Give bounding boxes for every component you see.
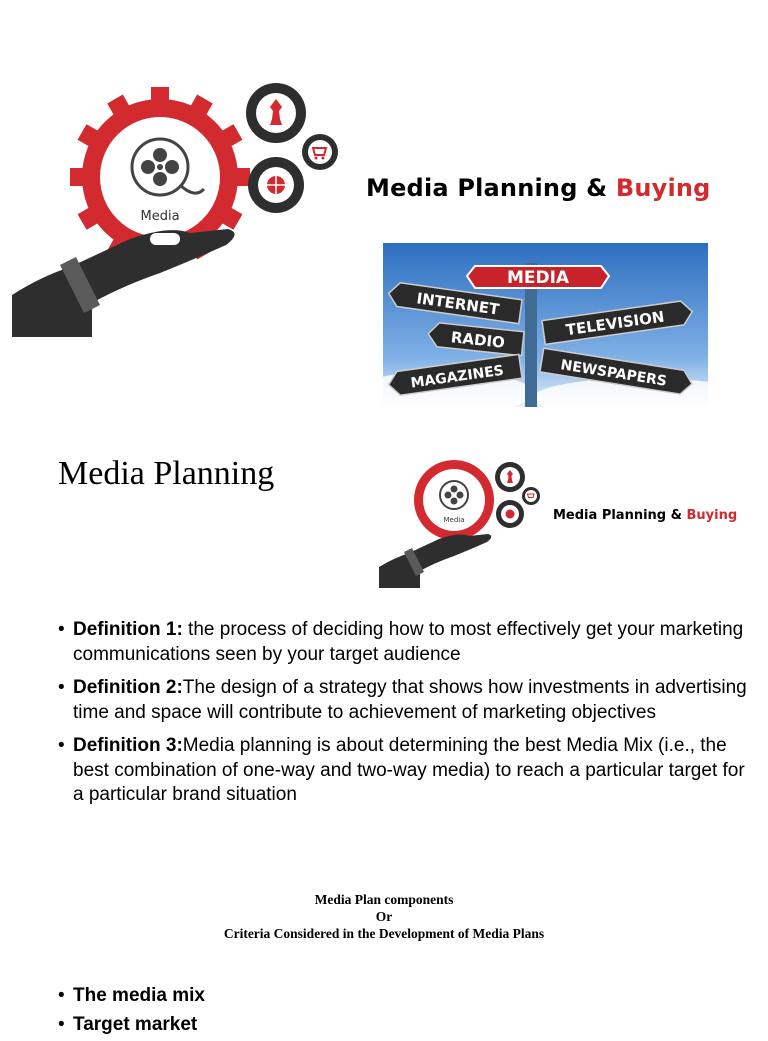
- definition-item: • Definition 3:Media planning is about de…: [58, 734, 748, 808]
- chess-gear-icon: [495, 462, 525, 492]
- definitions-list: • Definition 1: the process of deciding h…: [58, 618, 748, 817]
- media-gears-logo: Media: [12, 83, 338, 337]
- list-item-label: Target market: [73, 1013, 198, 1035]
- gear-label: Media: [140, 209, 179, 224]
- bullet-icon: •: [58, 985, 65, 1006]
- components-line-2: Or: [375, 909, 393, 924]
- definition-text: the process of deciding how to most effe…: [73, 619, 744, 665]
- small-logo-title: Media Planning & Buying: [553, 508, 737, 523]
- hero-title-main: Media Planning &: [366, 174, 616, 202]
- definition-term: Definition 2:: [73, 677, 183, 698]
- sign-media: MEDIA: [507, 268, 570, 288]
- chess-gear-icon: [246, 83, 306, 143]
- hand-icon: [379, 534, 492, 588]
- components-line-1: Media Plan components: [314, 892, 454, 907]
- components-list: • The media mix • Target market: [58, 984, 205, 1041]
- media-gears-logo-small: Media: [379, 460, 540, 588]
- components-caption: Media Plan components Or Criteria Consid…: [0, 891, 768, 942]
- section-heading: Media Planning: [58, 455, 275, 492]
- globe-gear-icon: [496, 500, 524, 528]
- gear-tooth: [77, 124, 104, 150]
- definition-item: • Definition 1: the process of deciding h…: [58, 618, 748, 667]
- definition-term: Definition 1:: [73, 619, 183, 640]
- cart-gear-icon: [522, 487, 540, 505]
- bullet-icon: •: [58, 1013, 65, 1035]
- big-gear-icon: Media: [414, 460, 494, 540]
- sign-radio: RADIO: [450, 328, 506, 352]
- gear-tooth: [216, 124, 243, 150]
- hand-icon: [12, 229, 235, 337]
- definition-text: Media planning is about determining the …: [73, 735, 745, 805]
- components-line-3: Criteria Considered in the Development o…: [223, 926, 545, 941]
- small-title-accent: Buying: [686, 508, 738, 523]
- bullet-icon: •: [58, 619, 65, 640]
- gear-tooth: [151, 87, 169, 107]
- bullet-icon: •: [58, 735, 65, 756]
- media-signpost-photo: MEDIA INTERNET TELEVISION RADIO MAGAZINE…: [383, 243, 708, 407]
- list-item: • Target market: [58, 1013, 205, 1038]
- gear-tooth: [216, 204, 243, 230]
- gear-label: Media: [443, 516, 464, 524]
- small-title-main: Media Planning &: [553, 508, 687, 523]
- bullet-icon: •: [58, 677, 65, 698]
- definition-term: Definition 3:: [73, 735, 183, 756]
- hero-title-accent: Buying: [615, 174, 711, 202]
- definition-text: The design of a strategy that shows how …: [73, 677, 747, 723]
- globe-gear-icon: [248, 157, 304, 213]
- gear-tooth: [77, 204, 104, 230]
- gear-tooth: [187, 94, 213, 121]
- hero-title: Media Planning & Buying: [366, 174, 711, 202]
- gear-tooth: [230, 168, 250, 186]
- cart-gear-icon: [302, 134, 338, 170]
- definition-item: • Definition 2:The design of a strategy t…: [58, 676, 748, 725]
- film-reel-icon: [130, 137, 206, 197]
- list-item: • The media mix: [58, 984, 205, 1009]
- gear-tooth: [107, 94, 133, 121]
- gear-tooth: [70, 168, 90, 186]
- list-item-label: The media mix: [73, 985, 205, 1006]
